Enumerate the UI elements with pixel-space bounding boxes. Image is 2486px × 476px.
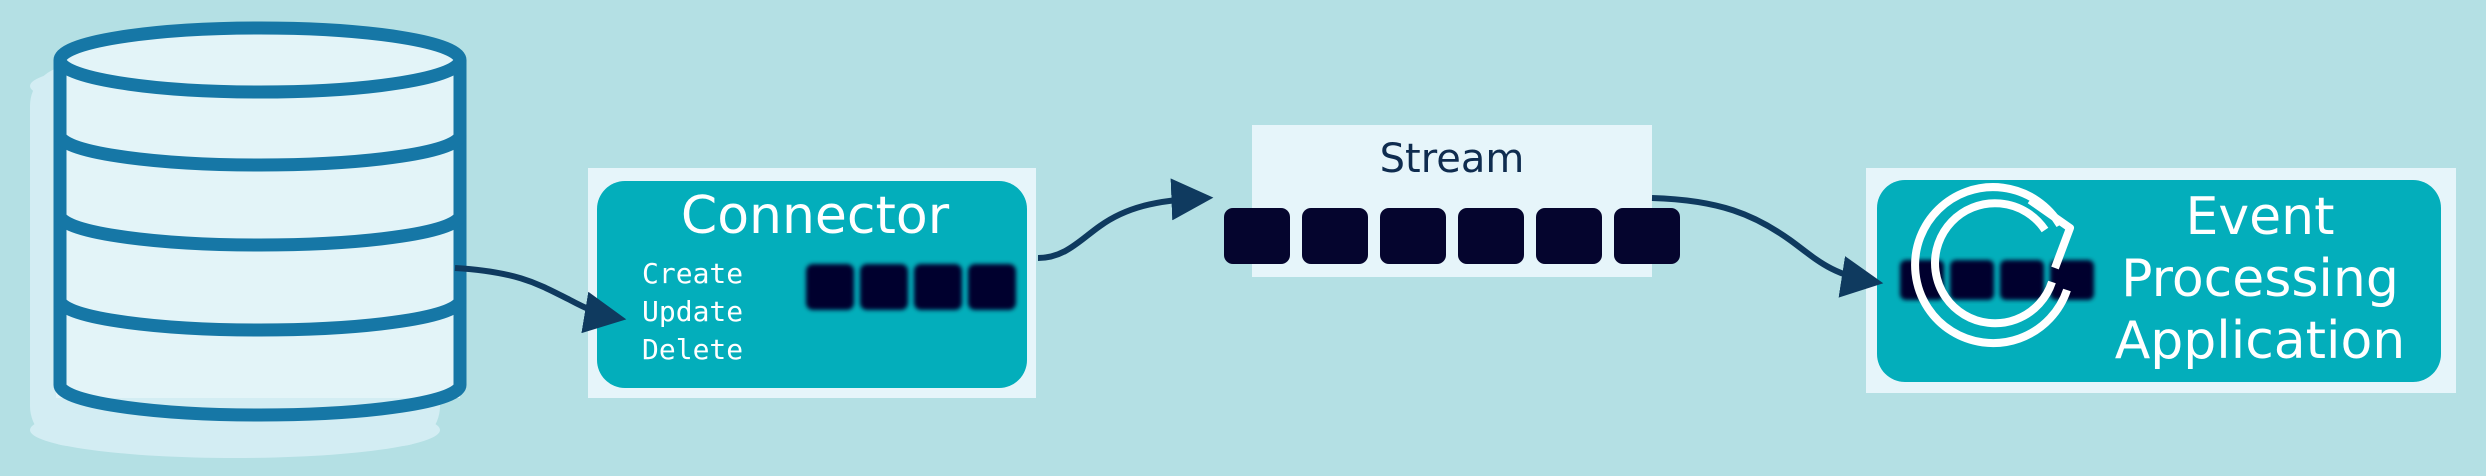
operation-update: Update [642, 295, 744, 328]
connector-title: Connector [680, 186, 950, 246]
event-block [1302, 208, 1368, 264]
stream-title: Stream [1379, 136, 1525, 182]
operation-delete: Delete [642, 333, 744, 366]
event-block [2050, 260, 2094, 300]
event-block [1536, 208, 1602, 264]
refresh-cycle-icon [1911, 183, 2074, 348]
arrow-database-to-connector [454, 265, 627, 334]
event-block [1458, 208, 1524, 264]
arrow-stream-to-application [1651, 195, 1884, 298]
application-title-line: Application [2114, 311, 2406, 371]
event-block [1380, 208, 1446, 264]
application-title-line: Processing [2121, 249, 2399, 309]
event-block [860, 264, 908, 310]
application-title: Event Processing Application [2070, 186, 2450, 372]
arrow-connector-to-stream [1037, 178, 1214, 261]
event-block [1614, 208, 1680, 264]
event-block [1224, 208, 1290, 264]
event-block [806, 264, 854, 310]
stream-event-blocks [1224, 208, 1680, 264]
event-block [2000, 260, 2044, 300]
application-title-line: Event [2185, 187, 2335, 247]
application-box [1866, 168, 2456, 393]
operation-create: Create [642, 257, 744, 290]
event-block [914, 264, 962, 310]
database-icon [30, 21, 467, 458]
event-block [1950, 260, 1994, 300]
connector-event-blocks [806, 264, 1016, 310]
event-block [968, 264, 1016, 310]
